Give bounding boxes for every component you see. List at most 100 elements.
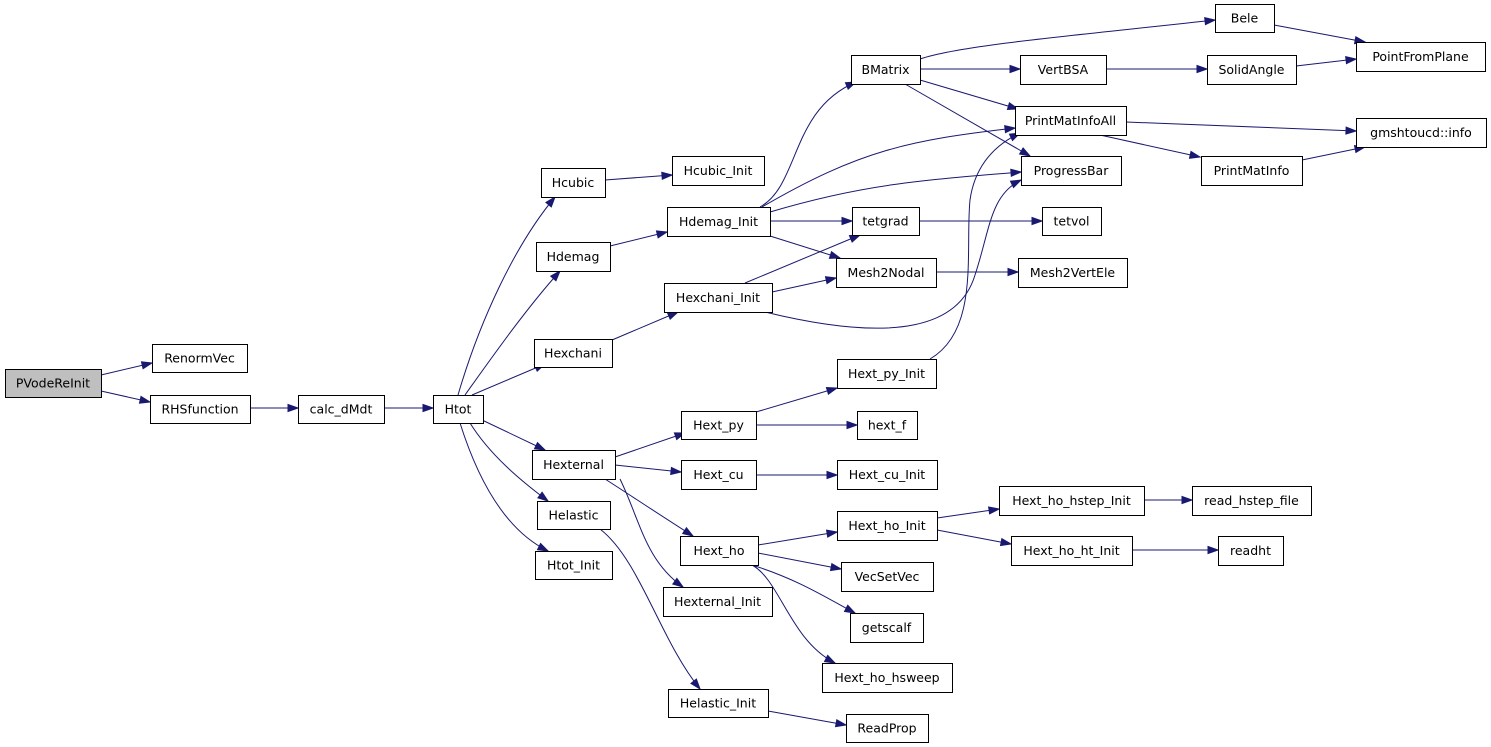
node-solidangle[interactable]: SolidAngle xyxy=(1207,55,1297,85)
node-hext-f[interactable]: hext_f xyxy=(857,411,918,440)
node-box[interactable] xyxy=(1192,486,1312,516)
node-hexchani-init[interactable]: Hexchani_Init xyxy=(664,283,773,313)
edge-hext-py-to-hext-py-init xyxy=(755,387,838,413)
node-helastic[interactable]: Helastic xyxy=(537,501,611,530)
node-label: gmshtoucd::info xyxy=(1370,125,1472,140)
node-box[interactable] xyxy=(541,168,606,198)
node-box[interactable] xyxy=(836,258,937,288)
node-htot[interactable]: Htot xyxy=(433,395,484,424)
node-htot-init[interactable]: Htot_Init xyxy=(535,551,613,580)
node-hcubic-init[interactable]: Hcubic_Init xyxy=(672,156,765,186)
node-pvodereinit[interactable]: PVodeReInit xyxy=(5,369,102,398)
node-hext-py[interactable]: Hext_py xyxy=(681,411,757,440)
node-box[interactable] xyxy=(150,395,251,424)
node-box[interactable] xyxy=(1215,4,1275,33)
node-readht[interactable]: readht xyxy=(1218,536,1284,566)
node-vertbsa[interactable]: VertBSA xyxy=(1020,55,1107,85)
node-box[interactable] xyxy=(664,283,773,313)
node-box[interactable] xyxy=(1015,106,1127,136)
node-hexchani[interactable]: Hexchani xyxy=(534,339,613,368)
node-box[interactable] xyxy=(850,613,924,643)
edge-hdemag-init-to-progressbar xyxy=(769,171,1022,213)
node-box[interactable] xyxy=(535,551,613,580)
node-calc-dmdt[interactable]: calc_dMdt xyxy=(298,395,385,424)
node-hexternal[interactable]: Hexternal xyxy=(532,450,616,480)
node-box[interactable] xyxy=(433,395,484,424)
node-box[interactable] xyxy=(663,587,773,617)
node-box[interactable] xyxy=(1042,207,1102,236)
node-renormvec[interactable]: RenormVec xyxy=(152,344,248,373)
node-printmatinfo[interactable]: PrintMatInfo xyxy=(1201,156,1303,186)
node-box[interactable] xyxy=(1218,536,1284,566)
node-box[interactable] xyxy=(532,450,616,480)
edge-htot-to-htot-init xyxy=(459,422,549,552)
node-box[interactable] xyxy=(1207,55,1297,85)
node-box[interactable] xyxy=(999,486,1145,516)
node-box[interactable] xyxy=(5,369,102,398)
node-hext-ho-hsweep[interactable]: Hext_ho_hsweep xyxy=(822,663,953,693)
node-box[interactable] xyxy=(1201,156,1303,186)
node-box[interactable] xyxy=(681,460,757,490)
node-tetgrad[interactable]: tetgrad xyxy=(852,207,920,236)
node-hext-cu-init[interactable]: Hext_cu_Init xyxy=(837,460,938,490)
node-box[interactable] xyxy=(841,562,934,592)
node-hcubic[interactable]: Hcubic xyxy=(541,168,606,198)
node-bele[interactable]: Bele xyxy=(1215,4,1275,33)
arrowhead-hcubic xyxy=(545,195,556,208)
node-box[interactable] xyxy=(837,460,938,490)
node-box[interactable] xyxy=(680,536,759,566)
node-label: tetgrad xyxy=(862,214,908,229)
arrowhead-hexternal-init xyxy=(672,577,685,588)
node-progressbar[interactable]: ProgressBar xyxy=(1021,156,1122,186)
node-box[interactable] xyxy=(822,663,953,693)
node-rhsfunction[interactable]: RHSfunction xyxy=(150,395,251,424)
node-box[interactable] xyxy=(1018,258,1128,288)
node-bmatrix[interactable]: BMatrix xyxy=(851,55,921,85)
node-box[interactable] xyxy=(537,501,611,530)
node-box[interactable] xyxy=(857,411,918,440)
node-hext-ho[interactable]: Hext_ho xyxy=(680,536,759,566)
node-box[interactable] xyxy=(536,242,611,272)
node-printmatinfoall[interactable]: PrintMatInfoAll xyxy=(1015,106,1127,136)
node-hdemag[interactable]: Hdemag xyxy=(536,242,611,272)
node-tetvol[interactable]: tetvol xyxy=(1042,207,1102,236)
node-box[interactable] xyxy=(298,395,385,424)
edge-bmatrix-to-printmatinfoall xyxy=(919,79,1019,110)
node-box[interactable] xyxy=(667,207,771,237)
edge-hdemag-init-to-mesh2nodal xyxy=(769,235,841,259)
node-hext-py-init[interactable]: Hext_py_Init xyxy=(837,359,937,389)
node-hext-ho-init[interactable]: Hext_ho_Init xyxy=(837,511,938,541)
node-hext-ho-hstep-init[interactable]: Hext_ho_hstep_Init xyxy=(999,486,1145,516)
node-box[interactable] xyxy=(852,207,920,236)
node-label: Hdemag xyxy=(547,249,600,264)
node-box[interactable] xyxy=(837,359,937,389)
node-vecsetvec[interactable]: VecSetVec xyxy=(841,562,934,592)
node-hexternal-init[interactable]: Hexternal_Init xyxy=(663,587,773,617)
node-pointfromplane[interactable]: PointFromPlane xyxy=(1356,42,1486,72)
node-mesh2nodal[interactable]: Mesh2Nodal xyxy=(836,258,937,288)
arrowhead-progressbar xyxy=(1018,147,1032,157)
node-box[interactable] xyxy=(681,411,757,440)
node-getscalf[interactable]: getscalf xyxy=(850,613,924,643)
node-box[interactable] xyxy=(851,55,921,85)
node-helastic-init[interactable]: Helastic_Init xyxy=(668,689,769,718)
node-mesh2vertele[interactable]: Mesh2VertEle xyxy=(1018,258,1128,288)
node-box[interactable] xyxy=(152,344,248,373)
node-readprop[interactable]: ReadProp xyxy=(846,714,929,743)
node-box[interactable] xyxy=(1011,536,1133,566)
node-gmshtoucd-info[interactable]: gmshtoucd::info xyxy=(1356,118,1487,148)
node-hdemag-init[interactable]: Hdemag_Init xyxy=(667,207,771,237)
node-box[interactable] xyxy=(672,156,765,186)
node-box[interactable] xyxy=(846,714,929,743)
node-hext-ho-ht-init[interactable]: Hext_ho_ht_Init xyxy=(1011,536,1133,566)
node-box[interactable] xyxy=(1020,55,1107,85)
node-label: BMatrix xyxy=(862,62,910,77)
node-box[interactable] xyxy=(668,689,769,718)
node-box[interactable] xyxy=(1021,156,1122,186)
node-hext-cu[interactable]: Hext_cu xyxy=(681,460,757,490)
node-read-hstep-file[interactable]: read_hstep_file xyxy=(1192,486,1312,516)
node-box[interactable] xyxy=(837,511,938,541)
node-box[interactable] xyxy=(1356,42,1486,72)
node-box[interactable] xyxy=(1356,118,1487,148)
node-box[interactable] xyxy=(534,339,613,368)
